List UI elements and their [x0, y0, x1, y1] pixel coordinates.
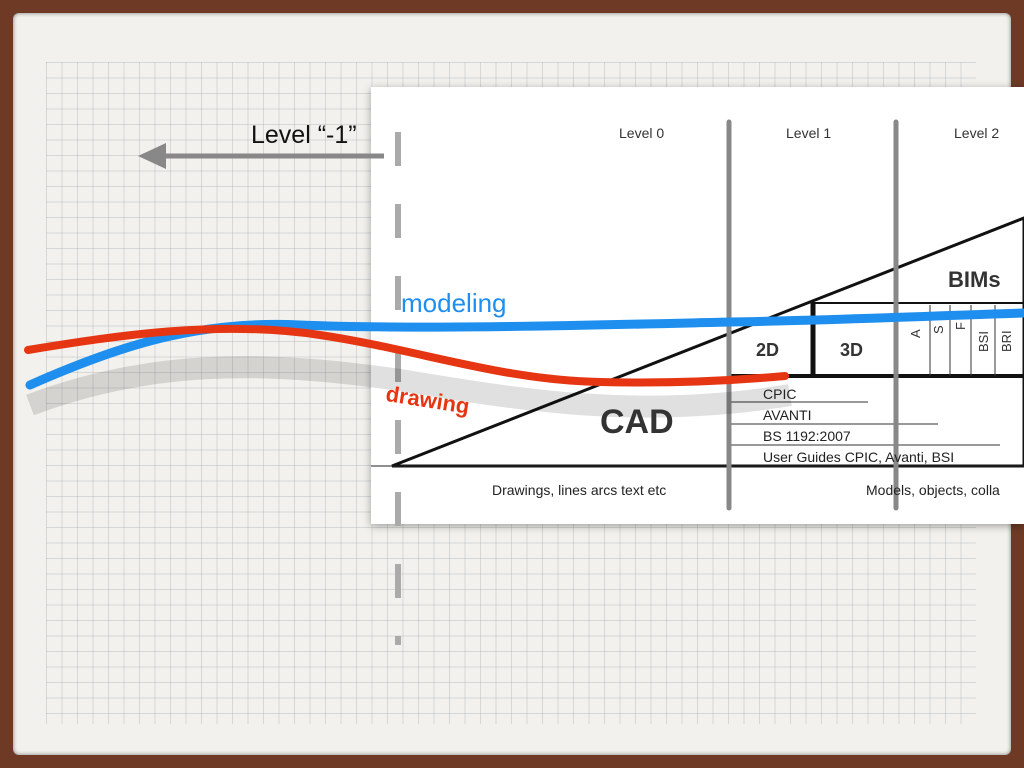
footer-left-text: Drawings, lines arcs text etc [492, 482, 667, 498]
box-3d-label: 3D [840, 340, 864, 360]
level1-item: CPIC [763, 386, 797, 402]
drawing-stroke [24, 324, 789, 387]
bim-sublabel: F [953, 322, 968, 330]
level1-item: AVANTI [763, 407, 812, 423]
level-1-label: Level 1 [786, 125, 832, 141]
level-minus-1-label: Level “-1” [251, 121, 357, 149]
bim-sublabel: BSI [976, 331, 991, 352]
box-2d-label: 2D [756, 340, 780, 360]
modeling-stroke [25, 308, 1024, 390]
level1-item: User Guides CPIC, Avanti, BSI [763, 449, 955, 465]
footer-right-text: Models, objects, colla [866, 482, 1000, 498]
modeling-label: modeling [401, 288, 507, 318]
bim-sublabel: BRI [999, 330, 1014, 352]
bim-sublabel: S [931, 325, 946, 334]
bim-sublabel: A [908, 329, 923, 338]
cad-triangle [391, 216, 1024, 468]
arrow-head-icon [138, 143, 166, 169]
level-2-label: Level 2 [954, 125, 1000, 141]
level-0-label: Level 0 [619, 125, 665, 141]
stroke-shadow [26, 356, 792, 418]
cad-label: CAD [600, 403, 674, 441]
level1-item: BS 1192:2007 [763, 428, 851, 444]
bim-levels-diagram-card [371, 87, 1024, 524]
bims-label: BIMs [948, 267, 1001, 292]
